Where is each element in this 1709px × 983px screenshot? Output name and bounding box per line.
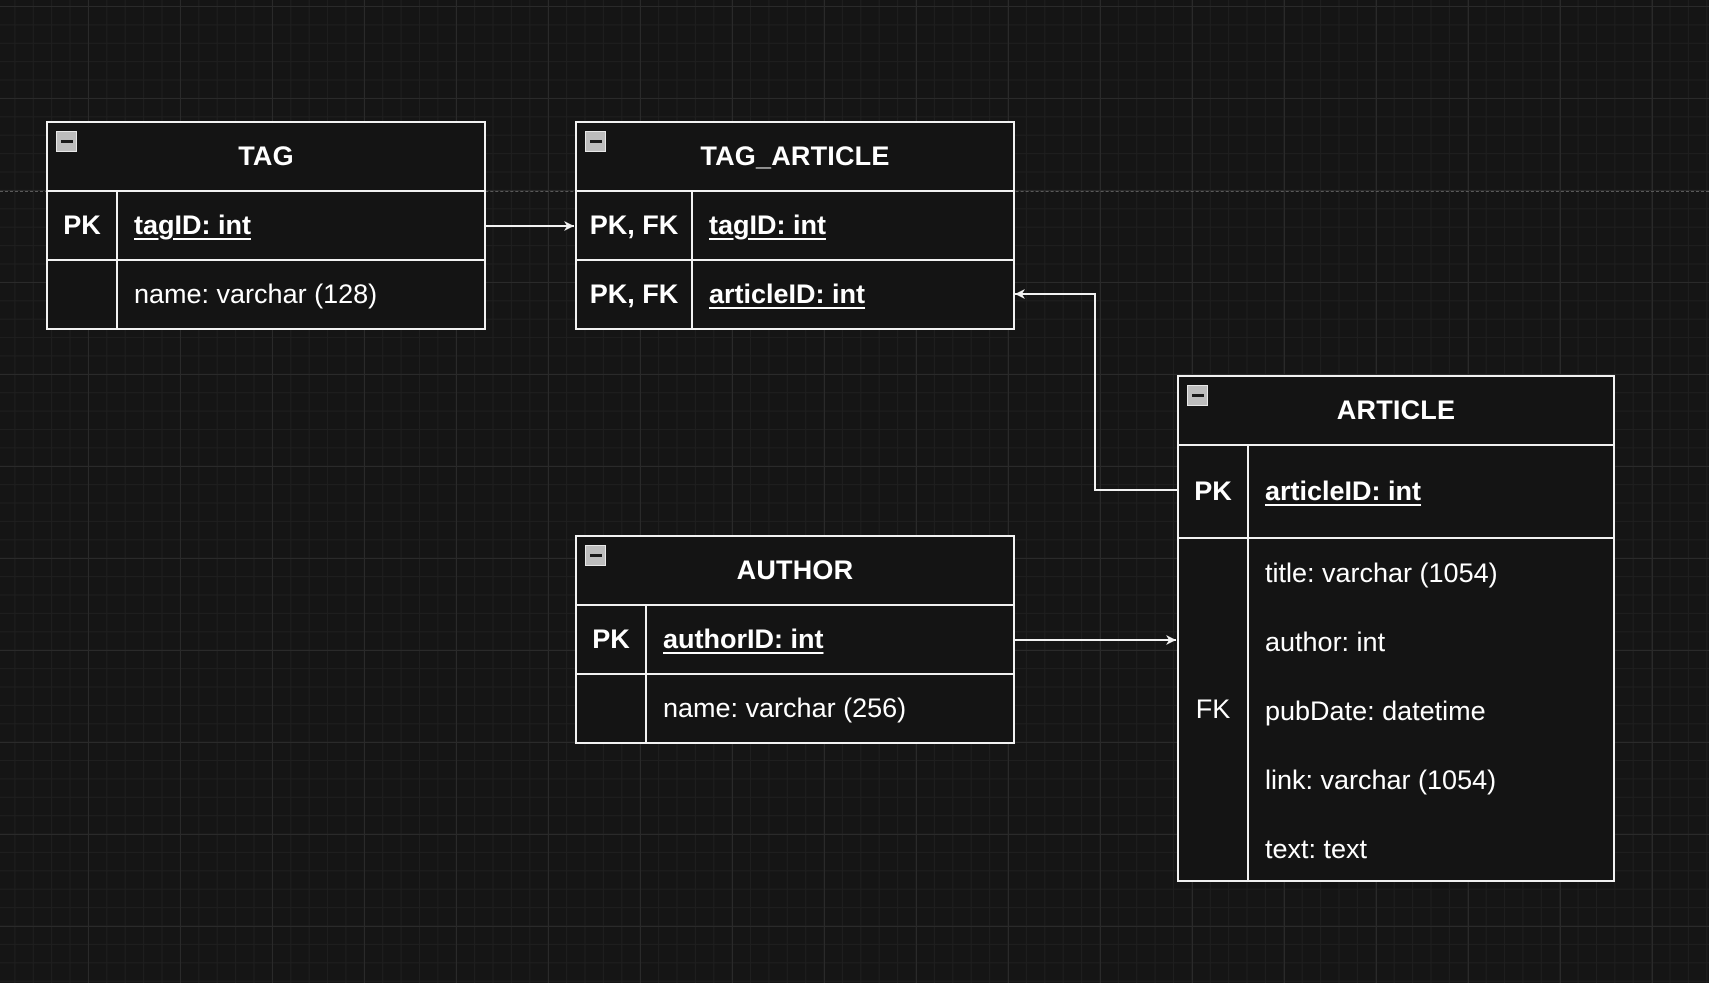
entity-article[interactable]: ARTICLE PK articleID: int FK title: varc…: [1177, 375, 1615, 882]
pk-row: PK articleID: int: [1179, 446, 1613, 539]
collapse-icon[interactable]: [56, 131, 77, 152]
collapse-icon[interactable]: [585, 545, 606, 566]
field-author-id[interactable]: authorID: int: [663, 624, 824, 654]
field-text[interactable]: text: text: [1265, 834, 1368, 864]
entity-tag[interactable]: TAG PK tagID: int name: varchar (128): [46, 121, 486, 330]
entity-header: ARTICLE: [1179, 377, 1613, 446]
entity-header: TAG_ARTICLE: [577, 123, 1013, 192]
key-cell: PK, FK: [577, 261, 693, 328]
key-cell: PK: [1179, 446, 1249, 537]
attribute-row: name: varchar (256): [577, 675, 1013, 742]
entity-author[interactable]: AUTHOR PK authorID: int name: varchar (2…: [575, 535, 1015, 744]
entity-header: AUTHOR: [577, 537, 1013, 606]
entity-header: TAG: [48, 123, 484, 192]
entity-title: TAG_ARTICLE: [700, 141, 890, 171]
pk-row: PK tagID: int: [48, 192, 484, 261]
field-tag-id[interactable]: tagID: int: [709, 210, 826, 240]
field-tag-id[interactable]: tagID: int: [134, 210, 251, 240]
attribute-row: name: varchar (128): [48, 261, 484, 328]
entity-title: TAG: [238, 141, 294, 171]
field-article-id[interactable]: articleID: int: [709, 279, 866, 309]
collapse-icon[interactable]: [1187, 385, 1208, 406]
field-article-id[interactable]: articleID: int: [1265, 476, 1422, 506]
key-cell: [48, 261, 118, 328]
attribute-list-cell: title: varchar (1054) author: int pubDat…: [1249, 539, 1613, 880]
attribute-list: title: varchar (1054) author: int pubDat…: [1265, 539, 1498, 884]
key-cell: PK: [48, 192, 118, 259]
pk-row: PK authorID: int: [577, 606, 1013, 675]
key-cell: PK: [577, 606, 647, 673]
key-cell: [577, 675, 647, 742]
attribute-group: FK title: varchar (1054) author: int pub…: [1179, 539, 1613, 880]
pk-row: PK, FK articleID: int: [577, 261, 1013, 328]
pk-row: PK, FK tagID: int: [577, 192, 1013, 261]
entity-title: AUTHOR: [736, 555, 854, 585]
entity-tag-article[interactable]: TAG_ARTICLE PK, FK tagID: int PK, FK art…: [575, 121, 1015, 330]
collapse-icon[interactable]: [585, 131, 606, 152]
field-title[interactable]: title: varchar (1054): [1265, 558, 1498, 588]
connector-article-to-tag-article[interactable]: [1015, 289, 1177, 491]
field-name[interactable]: name: varchar (128): [134, 279, 378, 309]
key-cell: PK, FK: [577, 192, 693, 259]
entity-title: ARTICLE: [1336, 395, 1456, 425]
field-name[interactable]: name: varchar (256): [663, 693, 907, 723]
field-pub-date[interactable]: pubDate: datetime: [1265, 696, 1486, 726]
field-link[interactable]: link: varchar (1054): [1265, 765, 1497, 795]
field-author[interactable]: author: int: [1265, 627, 1386, 657]
key-cell: FK: [1179, 539, 1249, 880]
